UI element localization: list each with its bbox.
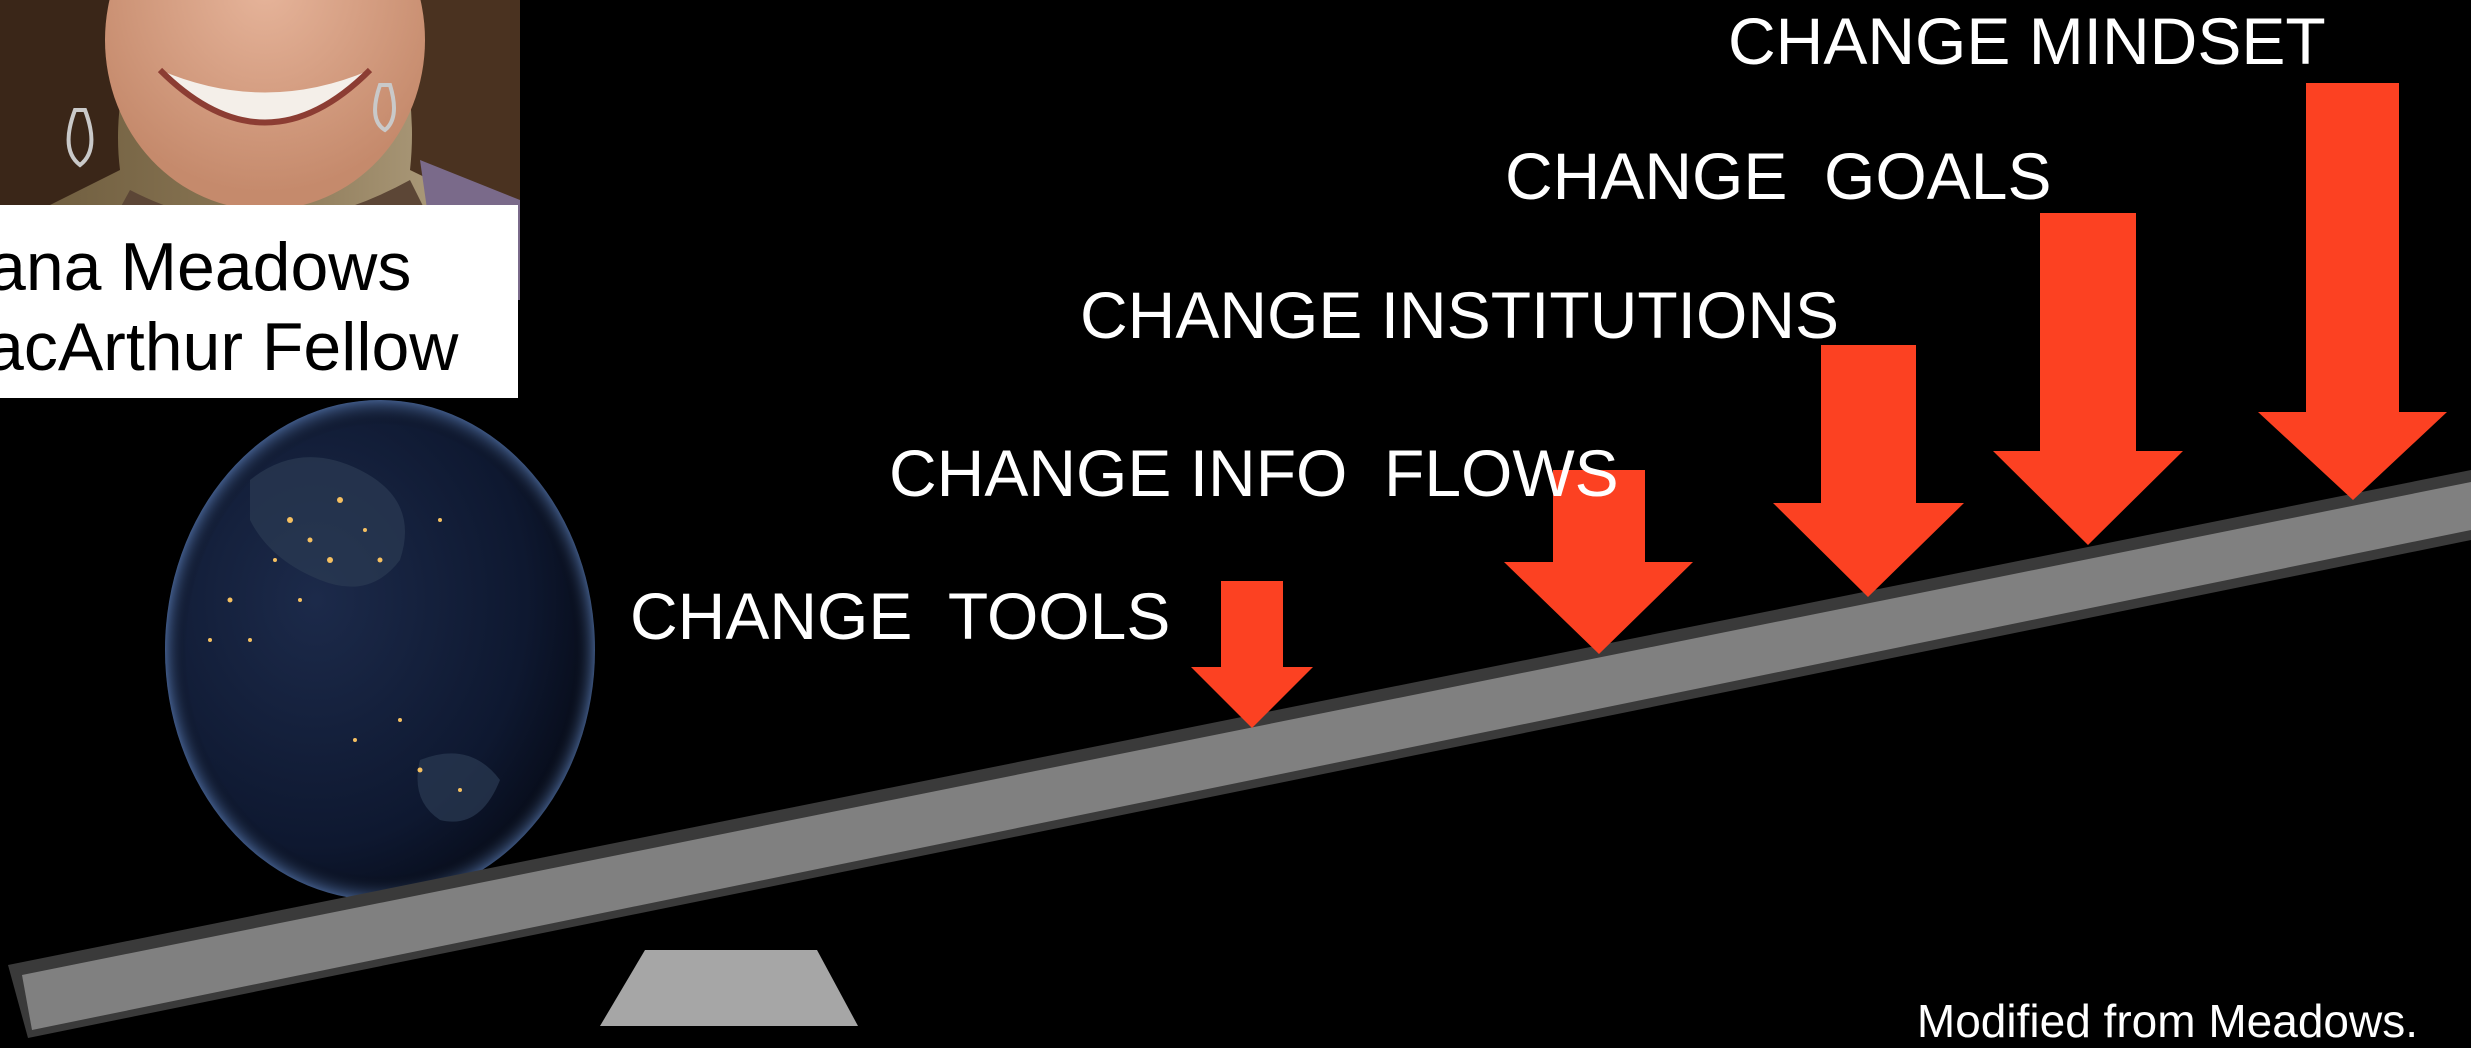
earth-icon (165, 400, 595, 900)
arrow-goals-icon (1993, 213, 2183, 545)
portrait-caption: ana Meadows acArthur Fellow (0, 205, 518, 398)
arrow-tools-icon (1191, 581, 1313, 728)
arrow-institutions-icon (1773, 345, 1964, 597)
fulcrum-icon (600, 950, 858, 1026)
caption-name: ana Meadows (0, 229, 412, 305)
lever-beam (8, 470, 2471, 1038)
label-change-mindset: CHANGE MINDSET (1728, 4, 2326, 78)
source-credit: Modified from Meadows. (1916, 995, 2418, 1047)
arrow-mindset-icon (2258, 83, 2447, 500)
label-change-goals: CHANGE GOALS (1505, 139, 2052, 213)
label-change-institutions: CHANGE INSTITUTIONS (1080, 278, 1840, 352)
label-change-info-flows: CHANGE INFO FLOWS (889, 436, 1619, 510)
caption-title: acArthur Fellow (0, 309, 459, 385)
label-change-tools: CHANGE TOOLS (630, 579, 1171, 653)
arrow-info-flows-icon (1504, 470, 1693, 654)
